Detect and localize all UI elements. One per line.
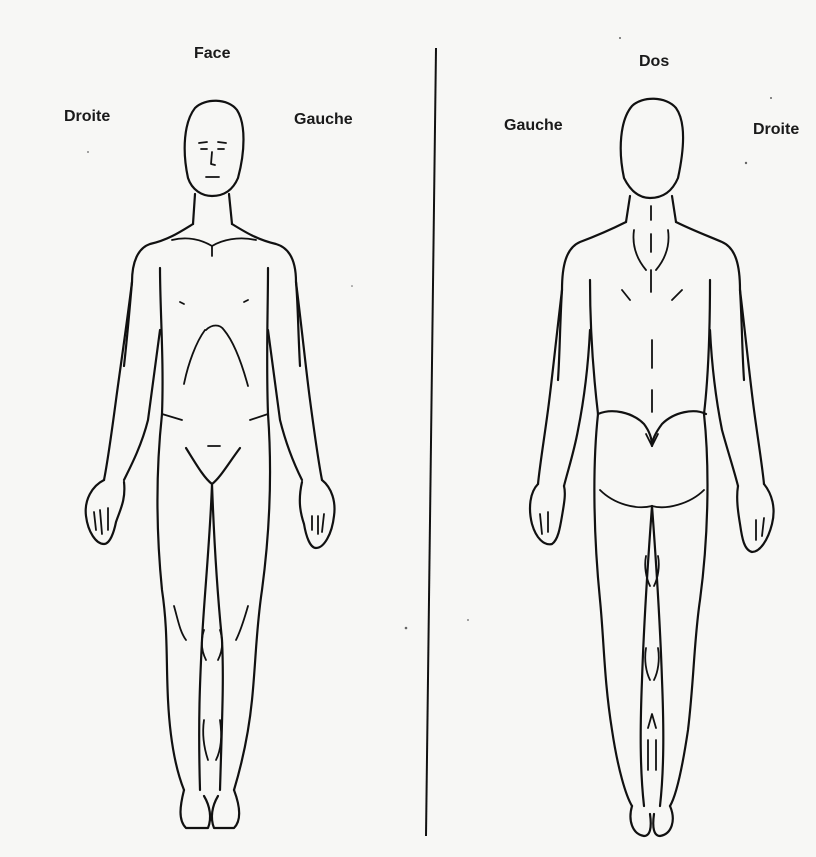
front-left-side-label: Gauche [294,111,353,129]
back-buttocks-fold [600,490,704,507]
back-inner-legs [641,506,664,806]
back-shoulder-blades [622,230,682,300]
front-left-leg-outer [234,414,270,790]
back-body-figure [530,99,774,836]
front-groin [186,448,240,484]
back-left-leg-outer [594,414,632,806]
front-chest-marks [180,300,248,304]
front-knee-marks [174,606,248,660]
front-nose [211,152,215,165]
back-right-fingers [756,518,764,540]
front-right-fingers [94,508,108,534]
front-shin-marks [203,720,221,760]
front-body-figure [86,101,335,828]
back-buttocks [598,411,706,446]
back-spine [651,206,652,412]
back-right-arm [710,290,764,486]
back-right-leg-outer [670,414,707,806]
back-right-hand [737,484,773,552]
front-left-hand [300,480,335,548]
back-waist [590,280,710,414]
front-feet [181,790,240,828]
front-hip-line [162,414,268,420]
back-head [621,99,683,198]
front-neck [193,194,232,224]
front-collarbones [172,238,256,246]
front-right-hand [86,480,125,544]
front-right-leg-outer [158,414,185,790]
front-view-title: Face [194,45,230,63]
front-right-arm [104,282,160,480]
back-view-title: Dos [639,53,669,71]
back-right-side-label: Droite [753,121,799,139]
front-ribcage [184,326,248,387]
back-ankle-marks [648,714,656,770]
back-feet [631,806,673,836]
front-right-side-label: Droite [64,108,110,126]
back-left-arm [538,290,590,486]
front-eyebrows [199,142,226,143]
front-left-fingers [312,514,324,534]
front-waist [160,268,268,414]
back-left-side-label: Gauche [504,117,563,135]
front-left-arm [268,282,322,480]
back-left-fingers [540,512,548,534]
center-divider-line [426,48,436,836]
front-head [185,101,244,196]
